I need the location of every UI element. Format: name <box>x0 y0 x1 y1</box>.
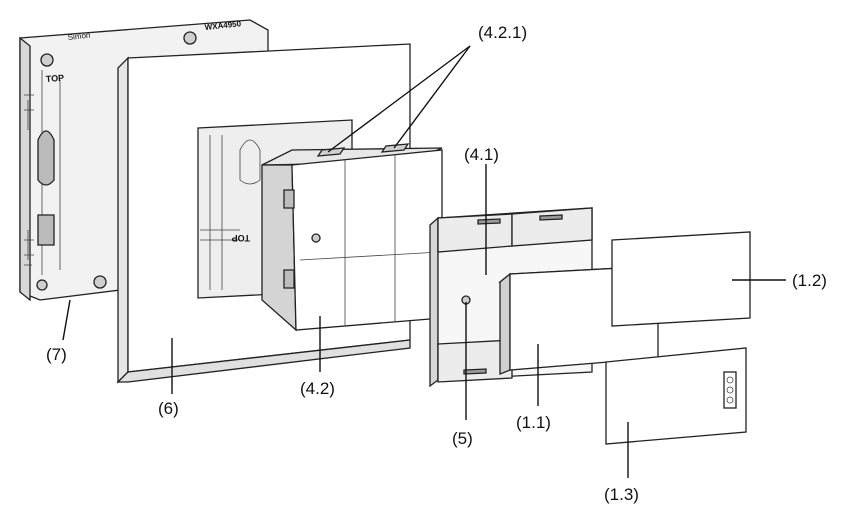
reference-marking: WXA4950 <box>204 19 242 32</box>
leader-7 <box>62 299 71 341</box>
key-mechanism <box>261 143 443 332</box>
brand-marking: Simon <box>67 31 91 42</box>
label-7: (7) <box>46 345 67 364</box>
label-4-2-1: (4.2.1) <box>478 23 527 42</box>
label-4-2: (4.2) <box>300 379 335 398</box>
label-1-3: (1.3) <box>604 485 639 504</box>
label-4-1: (4.1) <box>464 145 499 164</box>
label-insert-lower <box>605 347 747 445</box>
leader-lines <box>62 45 786 478</box>
label-5: (5) <box>452 429 473 448</box>
label-1-2: (1.2) <box>792 271 827 290</box>
top-marking: TOP <box>45 73 64 84</box>
mounting-frame: TOP Simon WXA4950 <box>19 19 269 302</box>
label-1-1: (1.1) <box>516 413 551 432</box>
leader-4-2-1-a <box>327 45 471 153</box>
leader-4-2-1-b <box>393 45 471 149</box>
label-6: (6) <box>158 399 179 418</box>
callout-labels: (4.2.1) (4.1) (1.2) (7) (6) (4.2) (5) (1… <box>46 23 827 504</box>
top-marking-inner: TOP <box>232 233 250 243</box>
label-insert-upper <box>611 231 751 327</box>
